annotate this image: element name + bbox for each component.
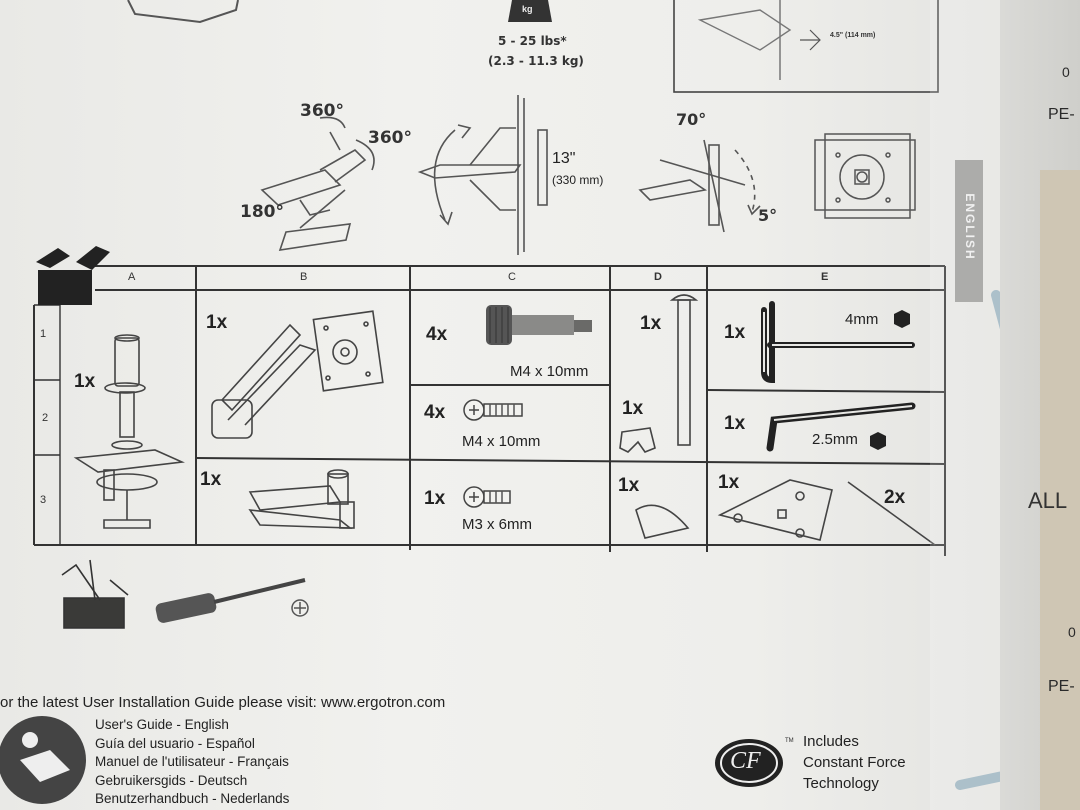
height-mm: (330 mm) bbox=[552, 173, 604, 187]
guide-language-german: Gebruikersgids - Deutsch bbox=[95, 772, 248, 788]
parts-table-grid bbox=[0, 246, 1000, 804]
tilt-down: 5° bbox=[758, 206, 778, 225]
guide-language-french: Manuel de l'utilisateur - Français bbox=[95, 754, 289, 769]
tilt-up: 70° bbox=[676, 110, 707, 129]
rotation-label-1: 360° bbox=[300, 101, 344, 121]
part-c3-size: M3 x 6mm bbox=[462, 516, 533, 533]
knurled-screw-drawing bbox=[486, 305, 592, 345]
guide-language-list: User's Guide - English Guía del usuario … bbox=[95, 716, 289, 809]
part-e3-ties-qty: 2x bbox=[884, 487, 906, 508]
small-dimension: 4.5" (114 mm) bbox=[830, 32, 876, 39]
cardboard-edge bbox=[1040, 170, 1080, 810]
rotation-label-2: 360° bbox=[368, 128, 412, 148]
part-a1-qty: 1x bbox=[74, 371, 96, 392]
column-header-d: D bbox=[654, 271, 662, 283]
cf-line-3: Technology bbox=[803, 775, 879, 792]
cf-logo-text: CF bbox=[730, 748, 761, 774]
english-tab bbox=[955, 160, 983, 302]
part-d2-qty: 1x bbox=[622, 398, 644, 419]
pe-label-bottom: PE- bbox=[1048, 678, 1075, 695]
part-b3-qty: 1x bbox=[200, 469, 222, 490]
row-header-2: 2 bbox=[42, 412, 49, 424]
part-c2-qty: 4x bbox=[424, 402, 446, 423]
box-icon bbox=[36, 246, 110, 305]
part-c1-size: M4 x 10mm bbox=[510, 363, 589, 380]
guide-language-english: User's Guide - English bbox=[95, 717, 229, 732]
weight-range-lbs: 5 - 25 lbs* bbox=[498, 34, 567, 48]
column-header-c: C bbox=[508, 271, 516, 283]
column-header-b: B bbox=[300, 271, 308, 283]
top-illustrations bbox=[127, 0, 939, 255]
column-header-e: E bbox=[821, 271, 829, 283]
guide-visit-line: or the latest User Installation Guide pl… bbox=[0, 694, 446, 711]
cf-line-2: Constant Force bbox=[803, 754, 906, 771]
part-e2-size: 2.5mm bbox=[812, 431, 858, 448]
plastic-overlay bbox=[930, 0, 1000, 810]
part-c1-qty: 4x bbox=[426, 324, 448, 345]
rotation-label-3: 180° bbox=[240, 202, 284, 222]
part-e1-qty: 1x bbox=[724, 322, 746, 343]
part-e3-qty: 1x bbox=[718, 472, 740, 493]
recycle-number-bottom: 0 bbox=[1068, 624, 1076, 640]
part-c3-qty: 1x bbox=[424, 488, 446, 509]
part-c2-size: M4 x 10mm bbox=[462, 433, 541, 450]
guide-language-dutch: Benutzerhandbuch - Nederlands bbox=[95, 791, 290, 806]
row-header-3: 3 bbox=[40, 494, 47, 506]
recycle-number-top: 0 bbox=[1062, 64, 1070, 80]
part-e1-size: 4mm bbox=[845, 311, 879, 328]
part-d1-qty: 1x bbox=[640, 313, 662, 334]
weight-icon-label: kg bbox=[522, 4, 533, 14]
cf-trademark: TM bbox=[785, 738, 794, 744]
all-label: ALL bbox=[1028, 488, 1068, 513]
height-inch: 13" bbox=[552, 150, 576, 167]
weight-range-kg: (2.3 - 11.3 kg) bbox=[488, 54, 584, 68]
guide-language-spanish: Guía del usuario - Español bbox=[95, 735, 255, 751]
row-header-1: 1 bbox=[40, 328, 47, 340]
cf-line-1: Includes bbox=[803, 733, 859, 750]
column-header-a: A bbox=[128, 271, 136, 283]
pe-label-top: PE- bbox=[1048, 106, 1075, 123]
part-b1-qty: 1x bbox=[206, 312, 228, 333]
part-d3-qty: 1x bbox=[618, 475, 640, 496]
part-e2-qty: 1x bbox=[724, 413, 746, 434]
